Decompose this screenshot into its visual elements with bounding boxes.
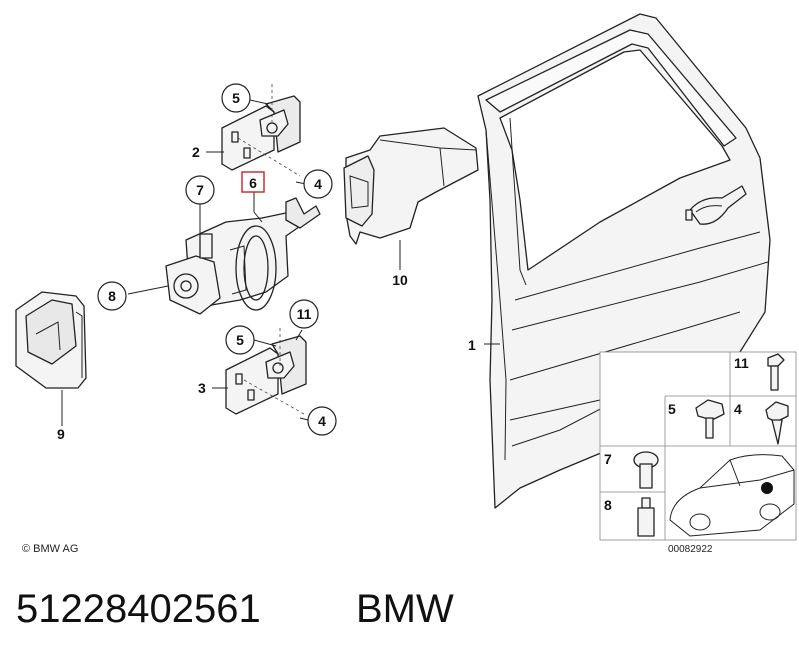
svg-text:6: 6 bbox=[249, 175, 257, 191]
svg-text:4: 4 bbox=[318, 413, 326, 429]
callout-7: 7 bbox=[185, 175, 215, 205]
copyright: © BMW AG bbox=[22, 543, 78, 555]
callout-11: 11 bbox=[289, 299, 319, 329]
svg-text:1: 1 bbox=[468, 337, 476, 353]
svg-text:2: 2 bbox=[192, 144, 200, 160]
door-location-marker bbox=[761, 482, 773, 494]
svg-text:5: 5 bbox=[236, 332, 244, 348]
callout-4-upper: 4 bbox=[303, 169, 333, 199]
callout-2: 2 bbox=[192, 144, 200, 160]
callout-6: 6 bbox=[241, 171, 265, 193]
upper-door-hinge bbox=[221, 95, 301, 171]
callout-5-upper: 5 bbox=[221, 83, 251, 113]
svg-text:4: 4 bbox=[314, 176, 322, 192]
callout-10: 10 bbox=[392, 272, 408, 288]
svg-text:7: 7 bbox=[604, 451, 612, 467]
inset-row-11: 11 bbox=[734, 353, 785, 391]
callout-4-lower: 4 bbox=[307, 406, 337, 436]
callout-9: 9 bbox=[57, 426, 65, 442]
svg-text:4: 4 bbox=[734, 401, 742, 417]
svg-text:9: 9 bbox=[57, 426, 65, 442]
callout-3: 3 bbox=[198, 380, 206, 396]
brand-label: BMW bbox=[356, 587, 454, 631]
svg-text:5: 5 bbox=[232, 90, 240, 106]
door-stop-cover bbox=[343, 127, 479, 245]
svg-text:8: 8 bbox=[108, 288, 116, 304]
callout-8: 8 bbox=[97, 281, 127, 311]
inset-row-5: 5 bbox=[668, 399, 725, 439]
leader-lines bbox=[61, 84, 500, 426]
svg-text:7: 7 bbox=[196, 182, 204, 198]
car-location-illustration bbox=[669, 454, 795, 537]
door-brake bbox=[165, 197, 321, 315]
lower-door-hinge bbox=[225, 335, 307, 415]
svg-text:11: 11 bbox=[297, 306, 312, 322]
inset-row-7: 7 bbox=[604, 451, 659, 489]
svg-text:11: 11 bbox=[734, 355, 749, 371]
callout-5-lower: 5 bbox=[225, 325, 255, 355]
part-number: 51228402561 bbox=[16, 587, 261, 631]
image-number: 00082922 bbox=[668, 544, 713, 555]
fastener-inset: 11 5 4 7 8 bbox=[599, 351, 797, 555]
svg-text:5: 5 bbox=[668, 401, 676, 417]
door-buffer bbox=[15, 291, 87, 389]
svg-text:10: 10 bbox=[392, 272, 408, 288]
inset-row-4: 4 bbox=[734, 401, 789, 445]
inset-row-8: 8 bbox=[604, 497, 655, 537]
svg-text:3: 3 bbox=[198, 380, 206, 396]
callout-1: 1 bbox=[468, 337, 476, 353]
svg-text:8: 8 bbox=[604, 497, 612, 513]
